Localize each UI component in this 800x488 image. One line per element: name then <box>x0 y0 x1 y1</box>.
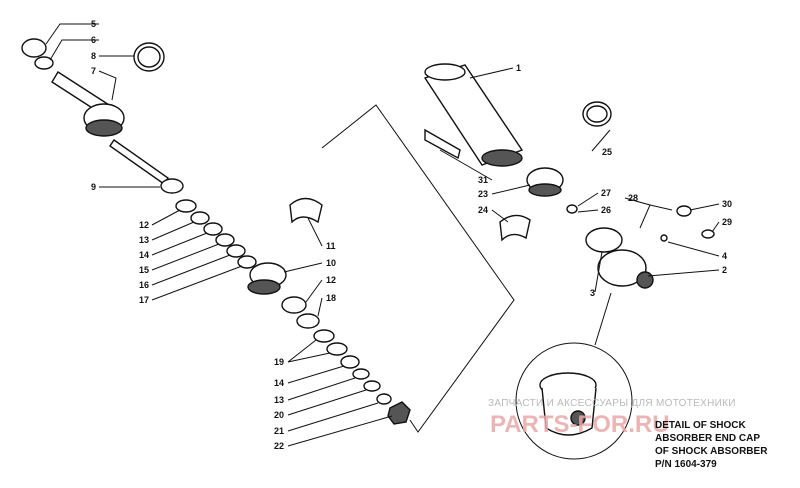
detail-caption: DETAIL OF SHOCK ABSORBER END CAP OF SHOC… <box>655 420 768 470</box>
callout-12a: 12 <box>139 220 149 230</box>
callout-23: 23 <box>478 189 488 199</box>
callout-17: 17 <box>139 295 149 305</box>
washer-18 <box>296 313 320 329</box>
callout-labels: 5 6 8 7 9 12 13 14 15 16 17 11 10 12 18 … <box>91 19 732 451</box>
shaft-assembly <box>21 38 169 185</box>
callout-21: 21 <box>274 426 284 436</box>
washer-12b <box>281 296 307 314</box>
bearing-cap-base <box>85 119 123 137</box>
pin-4 <box>660 234 668 242</box>
leader-lines <box>45 23 720 447</box>
end-cap-eye <box>636 271 654 289</box>
detail-line-4: P/N 1604-379 <box>655 459 717 470</box>
callout-7: 7 <box>91 66 96 76</box>
watermark-brand: PARTS-FOR.RU <box>490 411 670 438</box>
washer-16 <box>226 244 246 258</box>
callout-11: 11 <box>326 241 336 251</box>
eye-washer <box>34 56 54 70</box>
seal-23-base <box>528 183 562 197</box>
washer-21 <box>376 393 392 405</box>
slot-31 <box>424 128 461 160</box>
piston-ring-11 <box>289 197 323 224</box>
washer-20 <box>363 380 381 392</box>
cylinder-bottom <box>481 149 523 167</box>
eye-bushing <box>21 38 47 58</box>
piston-10-base <box>247 279 281 295</box>
callout-4: 4 <box>722 251 727 261</box>
callout-28: 28 <box>628 193 638 203</box>
callout-30: 30 <box>722 199 732 209</box>
callout-31: 31 <box>478 175 488 185</box>
callout-18: 18 <box>326 293 336 303</box>
assembly-bracket <box>321 104 515 433</box>
callout-1: 1 <box>516 63 521 73</box>
washer-19b <box>326 342 348 356</box>
o-ring-8-inner <box>137 46 161 68</box>
watermark: ЗАПЧАСТИ И АКСЕССУАРЫ ДЛЯ МОТОТЕХНИКИ PA… <box>488 398 736 438</box>
washer-19a <box>313 329 335 343</box>
piston-assembly <box>247 197 323 295</box>
o-ring-3 <box>585 227 623 253</box>
valve-30 <box>676 205 692 217</box>
callout-20: 20 <box>274 410 284 420</box>
callout-15: 15 <box>139 265 149 275</box>
callout-10: 10 <box>326 258 336 268</box>
watermark-tagline: ЗАПЧАСТИ И АКСЕССУАРЫ ДЛЯ МОТОТЕХНИКИ <box>488 398 736 409</box>
washer-12 <box>175 199 197 213</box>
callout-16: 16 <box>139 280 149 290</box>
callout-27: 27 <box>601 188 611 198</box>
washer-26 <box>566 204 578 214</box>
washer-stack-upper <box>160 178 257 269</box>
end-cap-2 <box>597 249 647 287</box>
washer-14 <box>203 222 223 236</box>
detail-view <box>515 292 633 460</box>
callout-13a: 13 <box>139 235 149 245</box>
cylinder-top <box>424 63 466 81</box>
callout-5: 5 <box>91 19 96 29</box>
washer-9 <box>160 178 184 194</box>
washer-stack-lower <box>281 296 411 425</box>
callout-26: 26 <box>601 205 611 215</box>
callout-14b: 14 <box>274 378 284 388</box>
callout-14a: 14 <box>139 250 149 260</box>
detail-pointer <box>594 292 612 346</box>
washer-13b <box>352 368 370 380</box>
callout-12b: 12 <box>326 275 336 285</box>
nut-22 <box>387 401 411 425</box>
detail-cap-eye <box>570 410 586 426</box>
callout-22: 22 <box>274 441 284 451</box>
callout-13b: 13 <box>274 395 284 405</box>
callout-9: 9 <box>91 182 96 192</box>
callout-6: 6 <box>91 35 96 45</box>
callout-24: 24 <box>478 205 488 215</box>
detail-circle <box>515 342 633 460</box>
washer-17 <box>237 255 257 269</box>
callout-19: 19 <box>274 357 284 367</box>
washer-14b <box>340 355 360 369</box>
detail-line-3: OF SHOCK ABSORBER <box>655 446 768 457</box>
shaft-lower <box>109 139 169 185</box>
washer-13 <box>190 211 210 225</box>
detail-line-1: DETAIL OF SHOCK <box>655 420 747 431</box>
callout-25: 25 <box>602 147 612 157</box>
body-cylinder <box>423 63 715 289</box>
washer-15 <box>215 233 235 247</box>
o-ring-25-inner <box>586 105 608 123</box>
callout-29: 29 <box>722 217 732 227</box>
callout-3: 3 <box>590 288 595 298</box>
callout-2: 2 <box>722 265 727 275</box>
callout-8: 8 <box>91 51 96 61</box>
detail-line-2: ABSORBER END CAP <box>655 433 760 444</box>
o-ring-29 <box>701 229 715 239</box>
